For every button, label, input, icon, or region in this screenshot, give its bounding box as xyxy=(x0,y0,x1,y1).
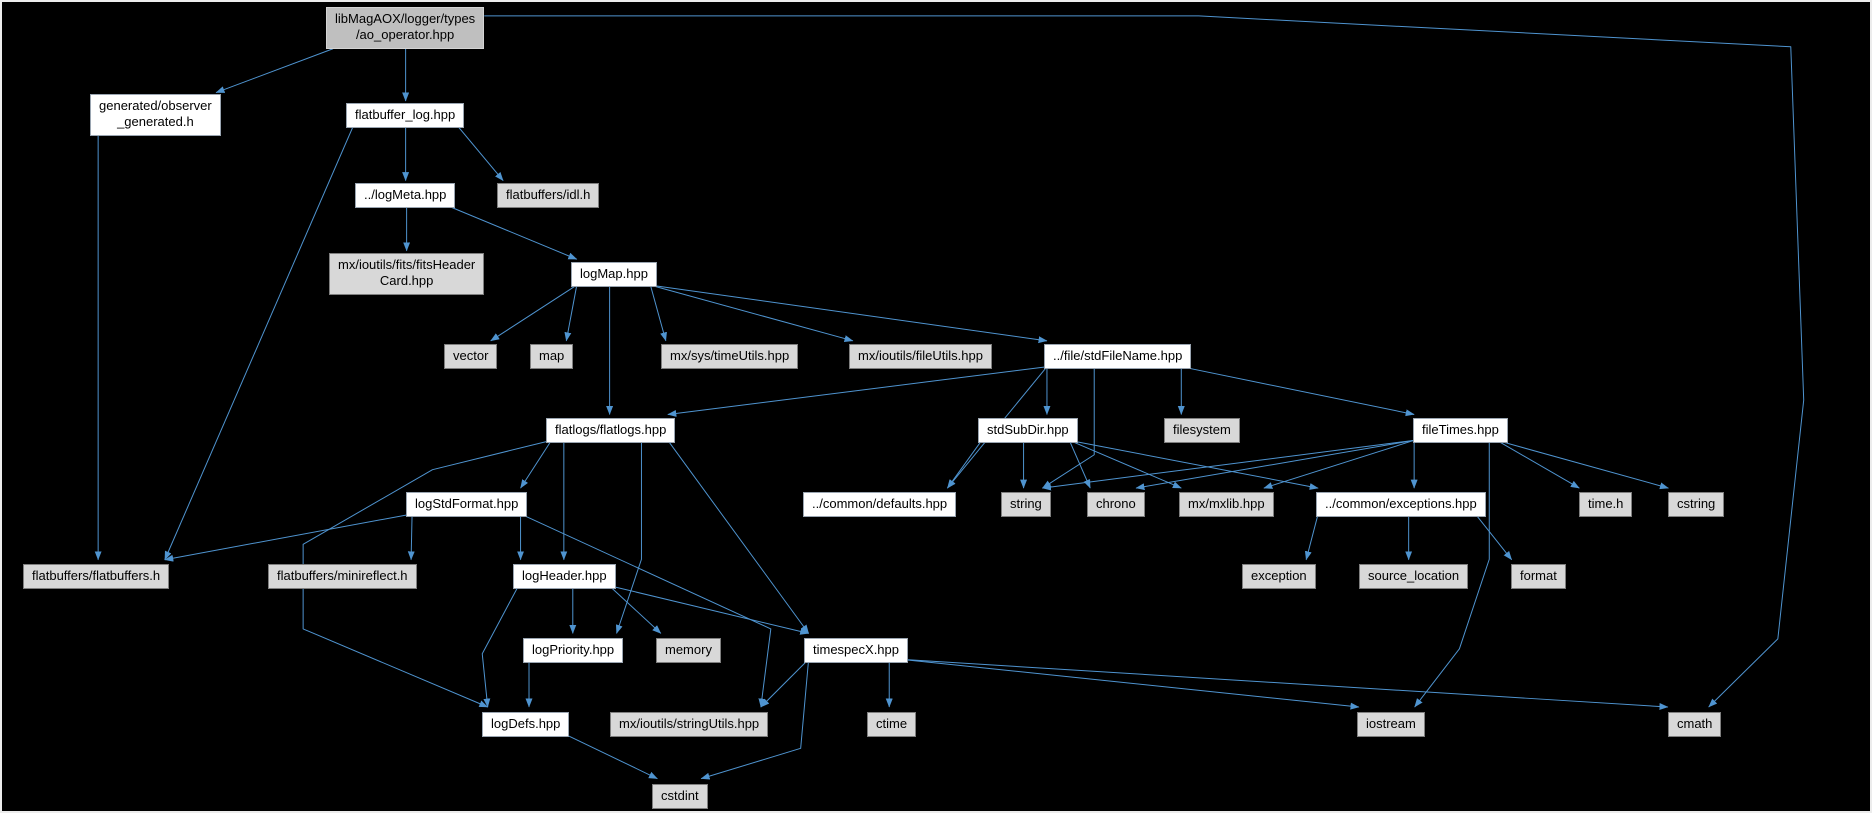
node-observer-generated[interactable]: generated/observer _generated.h xyxy=(90,94,221,136)
node-stdsubdir[interactable]: stdSubDir.hpp xyxy=(978,418,1078,444)
edge-stdSubDir-to-exceptions xyxy=(1069,439,1319,490)
edge-timespecX-to-stringUtils xyxy=(760,658,809,708)
node-flatbuffers-h: flatbuffers/flatbuffers.h xyxy=(23,564,170,590)
edge-logMap-to-fileUtils xyxy=(650,284,854,342)
edge-fileTimes-to-mxlib xyxy=(1263,439,1415,489)
edge-logHeader-to-memory xyxy=(608,585,662,634)
node-exception: exception xyxy=(1242,564,1316,590)
edge-flatbuffer_log-to-flatbuffers_h xyxy=(164,126,354,561)
node-timespecx[interactable]: timespecX.hpp xyxy=(804,638,908,664)
node-stringutils: mx/ioutils/stringUtils.hpp xyxy=(610,712,769,738)
edge-logMap-to-timeUtils xyxy=(649,284,667,342)
node-logmap[interactable]: logMap.hpp xyxy=(571,262,657,288)
node-cstdint: cstdint xyxy=(652,784,708,810)
edge-fileTimes-to-cstring xyxy=(1496,439,1669,490)
node-cstring: cstring xyxy=(1668,492,1725,518)
node-string: string xyxy=(1001,492,1051,518)
node-cmath: cmath xyxy=(1668,712,1722,738)
edge-fileTimes-to-time_h xyxy=(1496,439,1580,489)
node-timeutils: mx/sys/timeUtils.hpp xyxy=(661,344,799,370)
node-idl-h: flatbuffers/idl.h xyxy=(497,183,600,209)
node-filesystem: filesystem xyxy=(1164,418,1240,444)
edge-stdFileName-to-flatlogs xyxy=(667,366,1048,417)
node-chrono: chrono xyxy=(1087,492,1145,518)
edge-logStdFormat-to-minireflect xyxy=(407,513,415,561)
node-logheader[interactable]: logHeader.hpp xyxy=(513,564,616,590)
edge-flatlogs-to-logPriority xyxy=(615,440,642,634)
node-flatbuffer-log[interactable]: flatbuffer_log.hpp xyxy=(346,103,465,129)
node-flatlogs[interactable]: flatlogs/flatlogs.hpp xyxy=(546,418,676,444)
edge-flatbuffer_log-to-idl_h xyxy=(457,126,504,181)
node-logpriority[interactable]: logPriority.hpp xyxy=(523,638,624,664)
edge-stdSubDir-to-chrono xyxy=(1068,440,1091,489)
edge-logMap-to-map xyxy=(564,285,578,342)
edge-logDefs-to-cstdint xyxy=(562,732,658,780)
node-stdfilename[interactable]: ../file/stdFileName.hpp xyxy=(1044,344,1192,370)
edge-group xyxy=(94,15,1805,780)
node-memory: memory xyxy=(656,638,721,664)
edge-flatlogs-to-timespecX xyxy=(667,440,810,634)
node-exceptions[interactable]: ../common/exceptions.hpp xyxy=(1316,492,1486,518)
edge-fileTimes-to-chrono xyxy=(1135,439,1415,491)
edge-logHeader-to-logDefs xyxy=(481,585,520,708)
edge-timespecX-to-iostream xyxy=(900,658,1360,710)
node-ao-operator: libMagAOX/logger/types /ao_operator.hpp xyxy=(326,7,485,49)
node-iostream: iostream xyxy=(1357,712,1425,738)
edge-stdSubDir-to-mxlib xyxy=(1069,439,1182,489)
edge-timespecX-to-cmath xyxy=(900,658,1669,710)
edge-flatlogs-to-logStdFormat xyxy=(520,440,552,489)
edge-exceptions-to-format xyxy=(1474,513,1513,561)
node-fitsheadercard: mx/ioutils/fits/fitsHeader Card.hpp xyxy=(329,253,485,295)
node-logmeta[interactable]: ../logMeta.hpp xyxy=(355,183,456,209)
node-logstdformat[interactable]: logStdFormat.hpp xyxy=(406,492,528,518)
edge-logMap-to-vector xyxy=(490,284,578,342)
node-source-location: source_location xyxy=(1359,564,1469,590)
node-map: map xyxy=(530,344,574,370)
node-ctime: ctime xyxy=(867,712,917,738)
node-time-h: time.h xyxy=(1579,492,1633,518)
edge-logStdFormat-to-flatbuffers_h xyxy=(164,513,413,562)
edge-logMap-to-stdFileName xyxy=(650,284,1048,344)
node-defaults[interactable]: ../common/defaults.hpp xyxy=(803,492,957,518)
edge-ao_operator-to-observer_generated xyxy=(215,48,334,94)
node-format: format xyxy=(1511,564,1566,590)
node-vector: vector xyxy=(444,344,498,370)
edge-stdSubDir-to-defaults xyxy=(947,440,983,489)
edge-logMeta-to-logMap xyxy=(449,206,578,260)
node-logdefs[interactable]: logDefs.hpp xyxy=(482,712,570,738)
edge-logStdFormat-to-stringUtils xyxy=(520,513,772,708)
node-fileutils: mx/ioutils/fileUtils.hpp xyxy=(849,344,992,370)
edge-stdFileName-to-fileTimes xyxy=(1181,366,1415,417)
edge-exceptions-to-exception xyxy=(1304,513,1319,561)
edge-fileTimes-to-string xyxy=(1041,439,1415,491)
node-minireflect: flatbuffers/minireflect.h xyxy=(268,564,417,590)
node-filetimes[interactable]: fileTimes.hpp xyxy=(1413,418,1508,444)
node-mxlib: mx/mxlib.hpp xyxy=(1179,492,1274,518)
edge-logHeader-to-timespecX xyxy=(609,585,810,635)
